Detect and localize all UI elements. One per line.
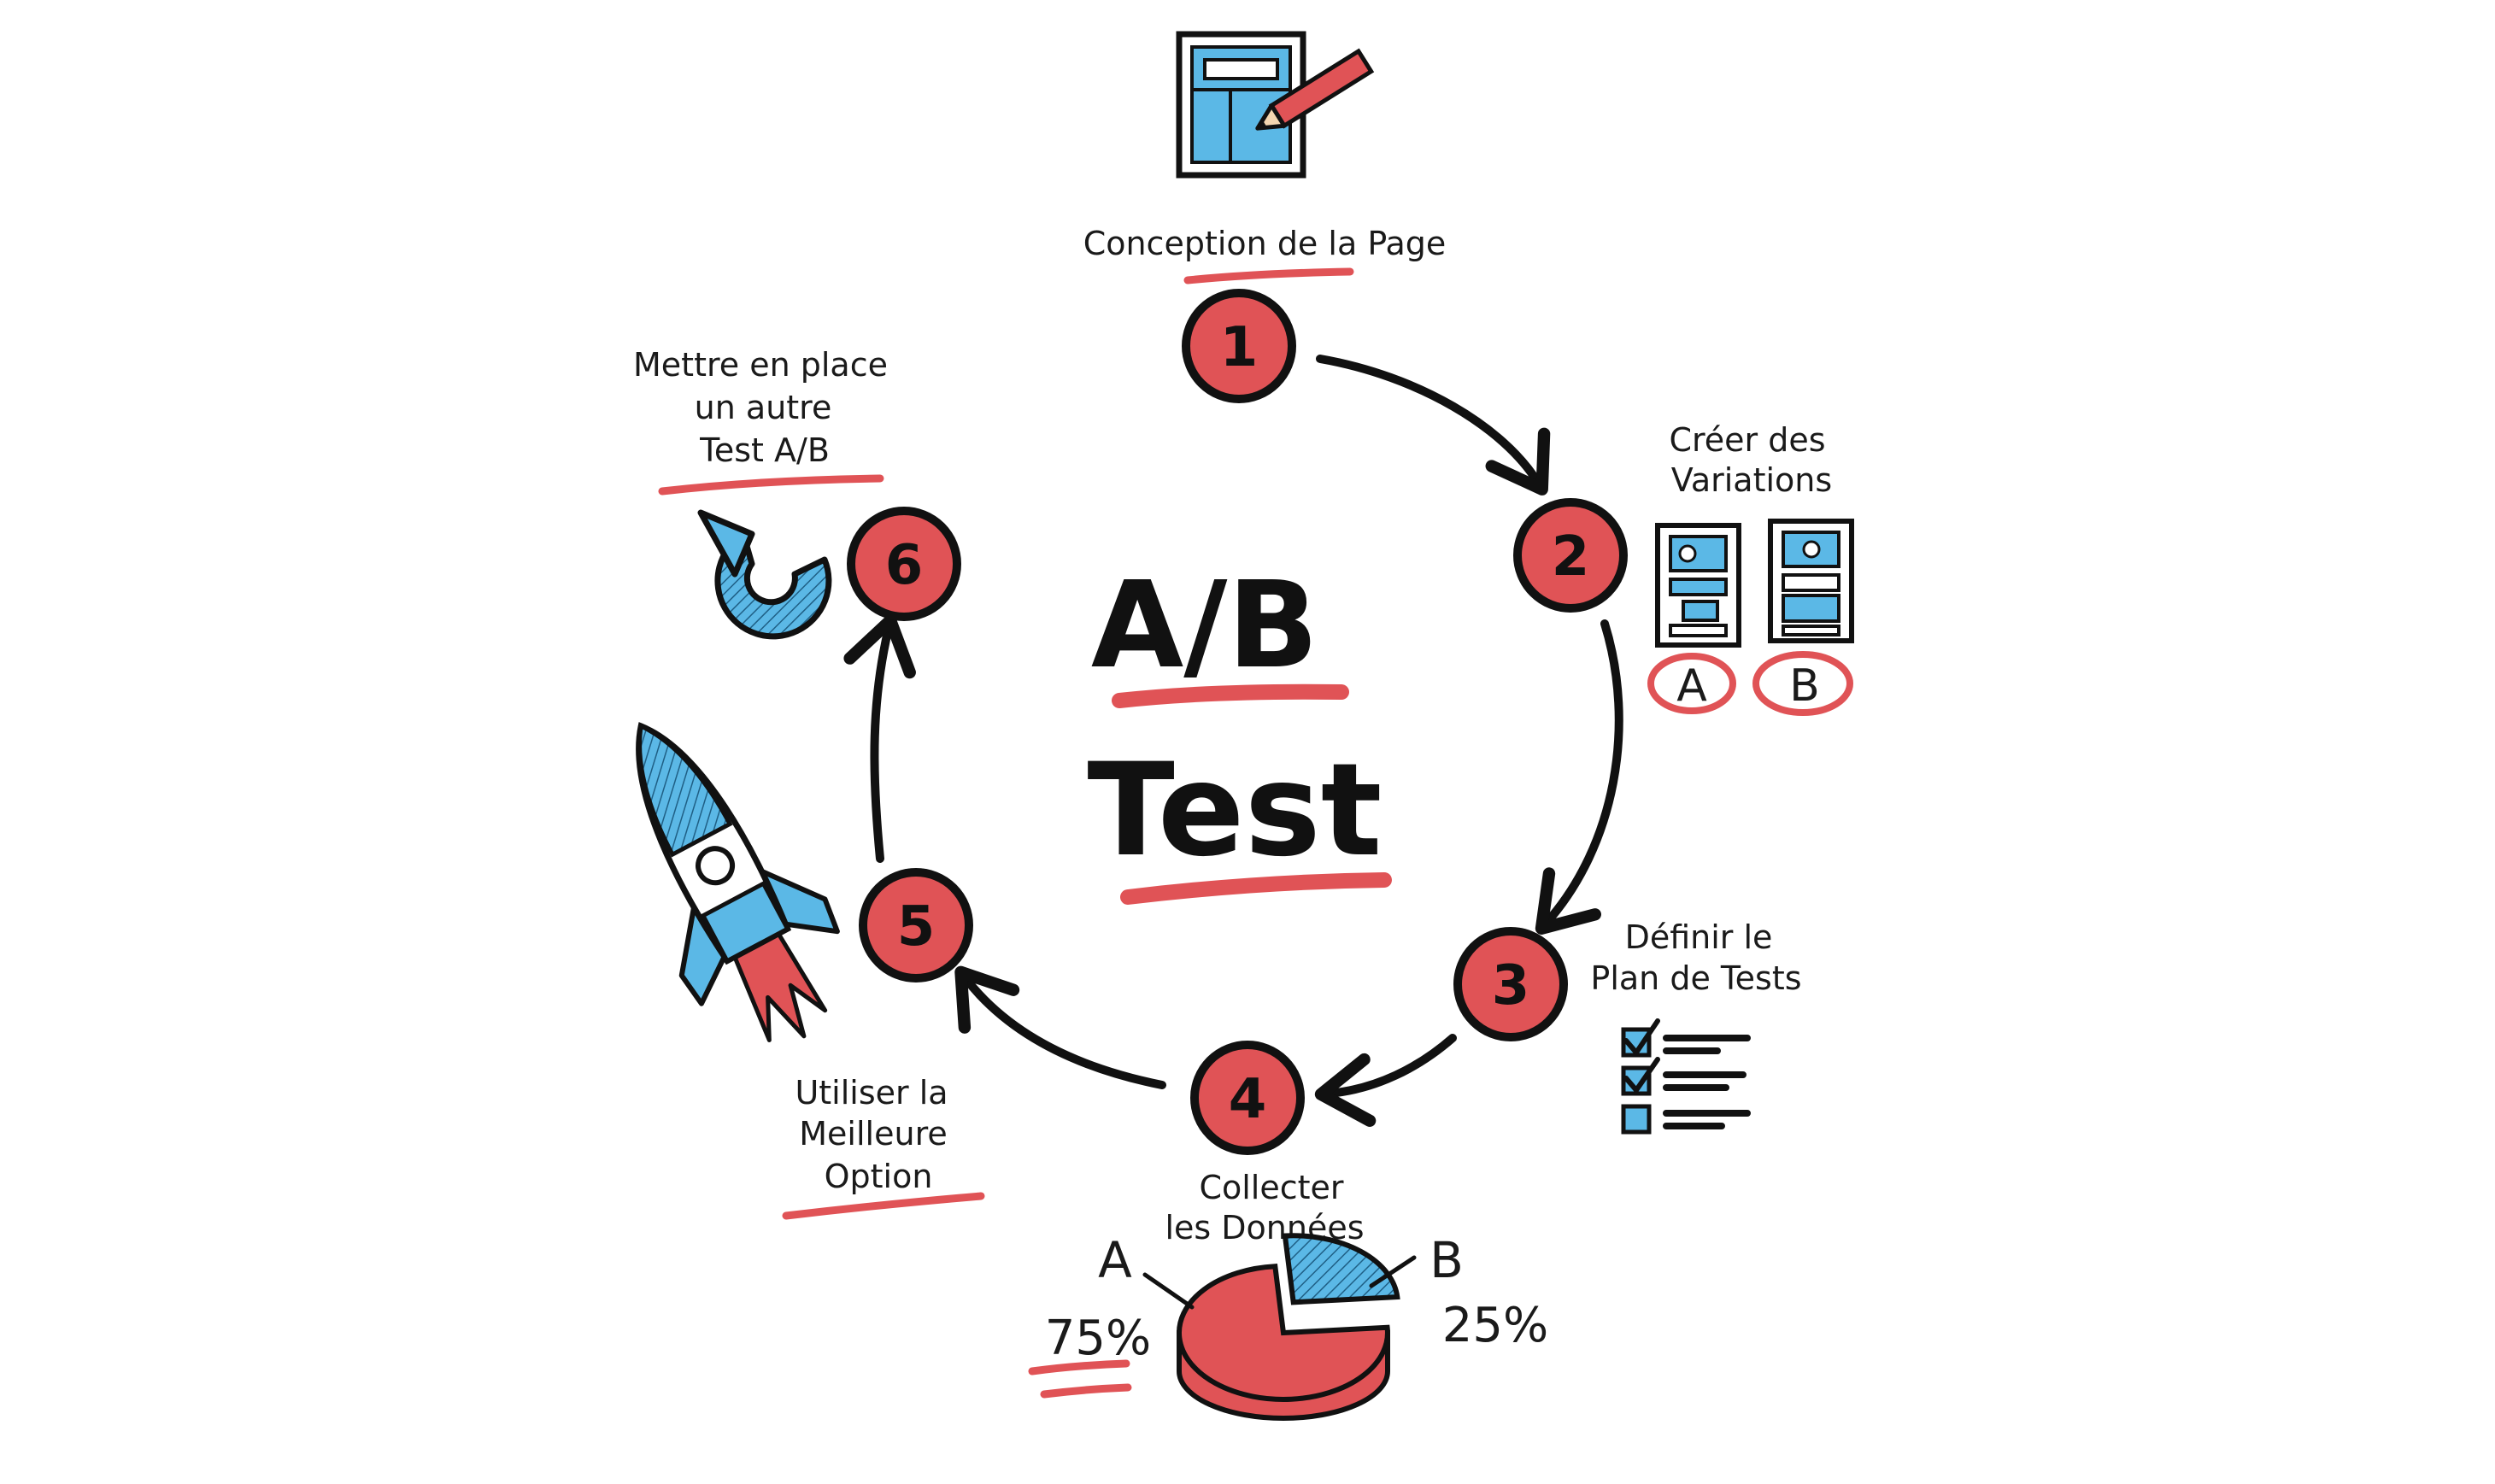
center-title-ab: A/B (1091, 556, 1318, 695)
svg-text:B: B (1789, 660, 1820, 712)
step-1: Conception de la Page 1 (1083, 31, 1447, 403)
step-3-badge: 3 (1453, 927, 1568, 1041)
svg-text:6: 6 (885, 534, 924, 597)
step-6-badge: 6 (847, 507, 961, 621)
step-6-label-line-3: Test A/B (699, 431, 830, 469)
step-4: 4 Collecter les Données A 75% B 25% (1028, 1041, 1548, 1421)
rocket-icon (636, 722, 840, 1042)
step-2-badge: 2 (1513, 498, 1628, 613)
variation-a-icon (1655, 523, 1741, 648)
svg-text:4: 4 (1229, 1068, 1267, 1131)
step-3-label-line-2: Plan de Tests (1590, 959, 1801, 997)
step-2-label-line-1: Créer des (1669, 421, 1825, 459)
variation-b-marker: B (1752, 651, 1853, 716)
step-4-badge: 4 (1190, 1041, 1305, 1155)
step-6-label-line-2: un autre (695, 389, 832, 426)
arrow-2-to-3 (1535, 619, 1623, 935)
svg-text:5: 5 (897, 895, 936, 959)
pie-label-a: A (1098, 1231, 1132, 1289)
step-1-badge: 1 (1182, 289, 1296, 403)
arrow-5-to-6 (843, 614, 916, 863)
step-5-label-line-3: Option (825, 1158, 933, 1195)
center-title-test: Test (1087, 736, 1382, 885)
pie-label-b: B (1429, 1231, 1464, 1289)
pie-slice-a (1176, 1264, 1390, 1402)
variation-a-marker: A (1647, 653, 1736, 714)
step-5-label-line-1: Utiliser la (795, 1074, 948, 1112)
pie-percent-b: 25% (1442, 1298, 1548, 1353)
pie-slice-b (1282, 1233, 1400, 1305)
svg-text:1: 1 (1220, 316, 1259, 379)
step-4-label-line-1: Collecter (1199, 1169, 1343, 1206)
cycle-arrows (843, 355, 1623, 1127)
step-3: Définir le Plan de Tests 3 (1453, 918, 1802, 1135)
refresh-icon (697, 509, 832, 640)
svg-text:2: 2 (1552, 525, 1590, 589)
arrow-4-to-5 (954, 965, 1166, 1089)
step-3-label-line-1: Définir le (1625, 918, 1773, 956)
step-2: Créer des Variations 2 A (1513, 421, 1854, 716)
pie-percent-a: 75% (1045, 1311, 1151, 1366)
checklist-icon (1621, 1018, 1751, 1135)
pie-chart-icon (1176, 1233, 1400, 1421)
arrow-3-to-4 (1314, 1034, 1457, 1127)
svg-text:3: 3 (1492, 954, 1530, 1018)
arrow-1-to-2 (1316, 355, 1551, 496)
step-2-label-line-2: Variations (1671, 461, 1832, 499)
wireframe-pencil-icon (1176, 31, 1375, 179)
step-1-label: Conception de la Page (1083, 225, 1447, 262)
variation-b-icon (1768, 519, 1854, 643)
svg-text:A: A (1676, 660, 1707, 712)
center-title: A/B Test (1087, 556, 1392, 905)
step-5-badge: 5 (859, 868, 973, 982)
step-5: 5 Utiliser la Meilleure Option (636, 722, 985, 1220)
step-5-label-line-2: Meilleure (799, 1115, 947, 1153)
step-6-label-line-1: Mettre en place (633, 346, 888, 384)
step-6: Mettre en place un autre Test A/B 6 (633, 346, 961, 640)
